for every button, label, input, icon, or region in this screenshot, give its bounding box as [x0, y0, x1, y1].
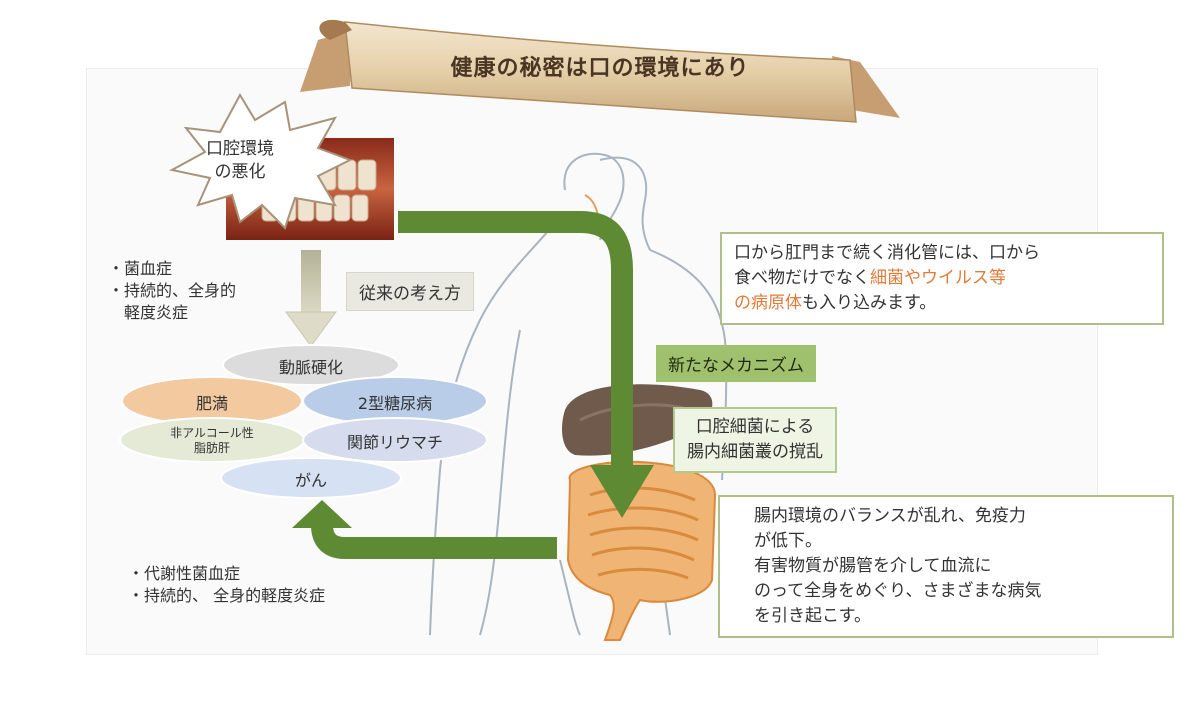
digestive-line3-plain: も入り込みます。 — [802, 293, 937, 313]
disease-cluster — [119, 344, 488, 499]
disease-arteriosclerosis: 動脈硬化 — [278, 358, 343, 377]
gut-effect-1-line2: が低下。 — [754, 531, 822, 551]
disease-cancer-shape — [220, 457, 402, 499]
disease-rheumatoid-shape — [302, 417, 488, 463]
metabolic-notes: ・代謝性菌血症 ・持続的、 全身的軽度炎症 — [128, 563, 325, 607]
digestive-line2-accent: 細菌やウイルス等 — [870, 268, 1006, 288]
oral-bacteria-box: 口腔細菌による 腸内細菌叢の撹乱 — [673, 407, 837, 473]
digestive-line3: の病原体も入り込みます。 — [734, 291, 1150, 316]
note-chronic-inflammation: ・持続的、 全身的軽度炎症 — [128, 586, 326, 605]
ribbon-banner — [300, 19, 900, 123]
disease-obesity: 肥満 — [195, 394, 228, 413]
conventional-view-label: 従来の考え方 — [346, 272, 474, 311]
oral-deterioration-label: 口腔環境 の悪化 — [180, 138, 300, 184]
disease-cancer: がん — [294, 471, 327, 490]
gut-effect-2-line2: のって全身をめぐり、さまざまな病気 — [754, 581, 1042, 601]
disease-nafld-line2: 脂肪肝 — [193, 441, 230, 455]
gut-effect-2-line1: 有害物質が腸管を介して血流に — [754, 556, 992, 576]
disease-nafld-line1: 非アルコール性 — [170, 426, 254, 440]
return-arrow — [292, 500, 557, 559]
note-inflammation: 軽度炎症 — [108, 303, 189, 322]
digestive-line2: 食べ物だけでなく細菌やウイルス等 — [734, 266, 1150, 291]
digestive-line1: 口から肛門まで続く消化管には、口から — [734, 243, 1040, 263]
digestive-line3-accent: の病原体 — [734, 293, 802, 313]
disease-arteriosclerosis-shape — [222, 344, 400, 386]
banner-title: 健康の秘密は口の環境にあり — [450, 55, 750, 81]
note-chronic: ・持続的、全身的 — [108, 281, 237, 300]
oral-bacteria-line2: 腸内細菌叢の撹乱 — [687, 442, 823, 462]
gut-effect-item: 有害物質が腸管を介して血流に のって全身をめぐり、さまざまな病気 を引き起こす。 — [732, 554, 1160, 629]
new-mechanism-arrow — [398, 211, 654, 518]
disease-rheumatoid: 関節リウマチ — [346, 433, 443, 452]
oral-bacteria-line1: 口腔細菌による — [695, 417, 815, 437]
disease-nafld: 非アルコール性 脂肪肝 — [142, 426, 282, 456]
digestive-tract-info: 口から肛門まで続く消化管には、口から 食べ物だけでなく細菌やウイルス等 の病原体… — [720, 232, 1164, 325]
intestines-illustration — [566, 460, 717, 641]
note-metabolic-bacteremia: ・代謝性菌血症 — [128, 564, 241, 583]
gut-effects-info: 腸内環境のバランスが乱れ、免疫力 が低下。 有害物質が腸管を介して血流に のって… — [718, 495, 1174, 638]
speech-burst-icon — [169, 92, 353, 230]
conventional-notes: ・菌血症 ・持続的、全身的 軽度炎症 — [108, 258, 236, 324]
gut-effect-2-line3: を引き起こす。 — [754, 606, 871, 626]
oral-deterioration-line2: の悪化 — [214, 162, 266, 182]
new-mechanism-label: 新たなメカニズム — [656, 345, 816, 382]
gut-effect-1-line1: 腸内環境のバランスが乱れ、免疫力 — [754, 506, 1026, 526]
oral-deterioration-line1: 口腔環境 — [206, 139, 274, 159]
disease-diabetes: 2型糖尿病 — [357, 394, 433, 413]
gut-effect-item: 腸内環境のバランスが乱れ、免疫力 が低下。 — [732, 504, 1160, 554]
note-bacteremia: ・菌血症 — [108, 259, 173, 278]
conventional-arrow — [285, 250, 337, 347]
digestive-line2-plain: 食べ物だけでなく — [734, 268, 870, 288]
